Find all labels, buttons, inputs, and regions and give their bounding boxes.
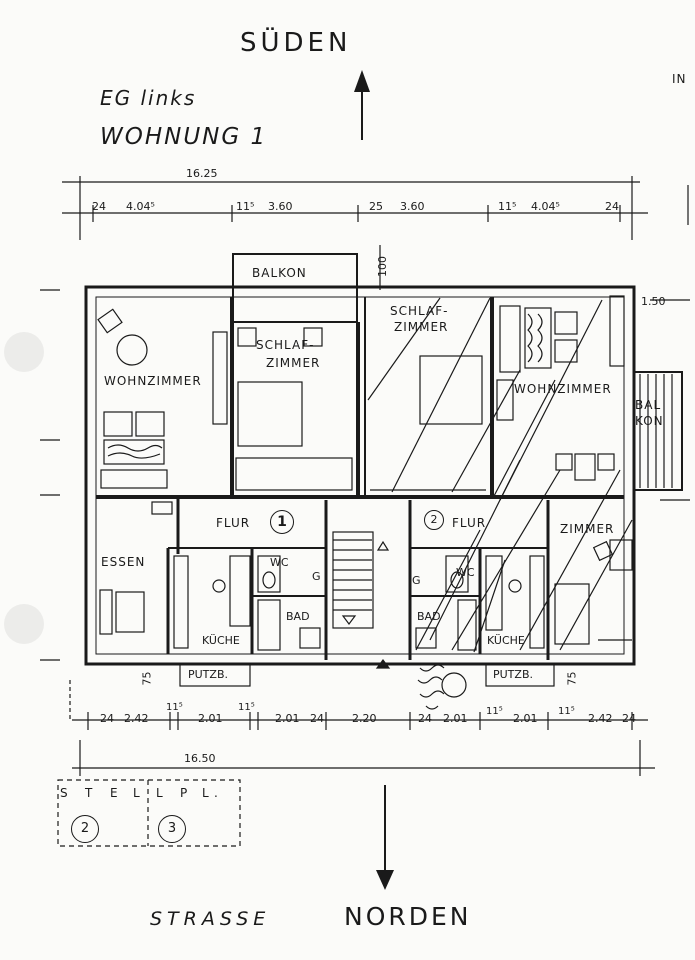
top-dim-7: 11⁵ bbox=[498, 200, 517, 213]
bottom-dim-4: 2.01 bbox=[198, 712, 223, 725]
floor-label: EG links bbox=[100, 86, 197, 110]
punch-hole-bottom bbox=[4, 604, 44, 644]
top-dim-2: 4.04⁵ bbox=[126, 200, 155, 213]
parking-letter-dot: . bbox=[214, 786, 219, 800]
bottom-dim-14: 2.42 bbox=[588, 712, 613, 725]
bottom-dim-9: 24 bbox=[418, 712, 432, 725]
bottom-total-dimension: 16.50 bbox=[184, 752, 216, 765]
wohnzimmer-right-label: WOHNZIMMER bbox=[514, 382, 612, 396]
schlafzimmer-right-label-1: SCHLAF- bbox=[390, 304, 449, 318]
bottom-dim-11: 11⁵ bbox=[486, 706, 503, 717]
south-label: SÜDEN bbox=[240, 28, 352, 58]
parking-letter-t: T bbox=[85, 786, 94, 800]
edge-text: IN bbox=[672, 72, 687, 86]
bottom-dim-12: 2.01 bbox=[513, 712, 538, 725]
bottom-dim-5: 11⁵ bbox=[238, 702, 255, 713]
wohnzimmer-left-label: WOHNZIMMER bbox=[104, 374, 202, 388]
schlafzimmer-right-label-2: ZIMMER bbox=[394, 320, 449, 334]
bottom-dim-3: 11⁵ bbox=[166, 702, 183, 713]
essen-label: ESSEN bbox=[101, 555, 146, 569]
bad-right-label: BAD bbox=[417, 610, 441, 623]
flur-right-number: 2 bbox=[424, 510, 444, 530]
bad-left-label: BAD bbox=[286, 610, 310, 623]
unit-label: WOHNUNG 1 bbox=[100, 124, 268, 150]
flur-left-number: 1 bbox=[270, 510, 294, 534]
schlafzimmer-left-label-2: ZIMMER bbox=[266, 356, 321, 370]
top-dim-6: 3.60 bbox=[400, 200, 425, 213]
bottom-dim-6: 2.01 bbox=[275, 712, 300, 725]
flur-left-label: FLUR bbox=[216, 516, 251, 530]
top-dim-8: 4.04⁵ bbox=[531, 200, 560, 213]
bottom-dim-7: 24 bbox=[310, 712, 324, 725]
right-75-dimension: 75 bbox=[565, 671, 579, 686]
balkon-right-label-2: KON bbox=[635, 414, 664, 428]
parking-spot-2: 2 bbox=[71, 815, 99, 843]
parking-letter-s: S bbox=[60, 786, 69, 800]
schlafzimmer-left-label-1: SCHLAF- bbox=[256, 338, 315, 352]
right-offset-dimension: 1.50 bbox=[641, 295, 666, 308]
wc-left-label: WC bbox=[270, 556, 289, 569]
g-left-label: G bbox=[312, 570, 321, 583]
putzb-right-label: PUTZB. bbox=[493, 668, 533, 681]
zimmer-label: ZIMMER bbox=[560, 522, 615, 536]
bottom-dim-15: 24 bbox=[622, 712, 636, 725]
top-dim-1: 24 bbox=[92, 200, 106, 213]
bottom-dim-1: 24 bbox=[100, 712, 114, 725]
top-dim-3: 11⁵ bbox=[236, 200, 255, 213]
bottom-dim-10: 2.01 bbox=[443, 712, 468, 725]
balcony-depth-dimension: 100 bbox=[376, 256, 389, 277]
g-right-label: G bbox=[412, 574, 421, 587]
street-label: STRASSE bbox=[150, 908, 271, 930]
kueche-left-label: KÜCHE bbox=[202, 634, 240, 647]
left-75-dimension: 75 bbox=[140, 671, 154, 686]
parking-letter-p: P bbox=[180, 786, 189, 800]
parking-letter-l2: L bbox=[156, 786, 164, 800]
bottom-dim-13: 11⁵ bbox=[558, 706, 575, 717]
top-dim-5: 25 bbox=[369, 200, 383, 213]
parking-spot-3: 3 bbox=[158, 815, 186, 843]
bottom-dim-2: 2.42 bbox=[124, 712, 149, 725]
parking-letter-l1: L bbox=[133, 786, 141, 800]
wc-right-label: WC bbox=[456, 566, 475, 579]
top-total-dimension: 16.25 bbox=[186, 167, 218, 180]
top-dim-9: 24 bbox=[605, 200, 619, 213]
flur-right-label: FLUR bbox=[452, 516, 487, 530]
bottom-dim-8: 2.20 bbox=[352, 712, 377, 725]
kueche-right-label: KÜCHE bbox=[487, 634, 525, 647]
balkon-right-label-1: BAL bbox=[635, 398, 662, 412]
parking-letter-l3: L bbox=[202, 786, 210, 800]
punch-hole-top bbox=[4, 332, 44, 372]
balkon-top-label: BALKON bbox=[250, 266, 309, 280]
putzb-left-label: PUTZB. bbox=[188, 668, 228, 681]
top-dim-4: 3.60 bbox=[268, 200, 293, 213]
parking-letter-e: E bbox=[110, 786, 119, 800]
north-label: NORDEN bbox=[344, 902, 472, 931]
